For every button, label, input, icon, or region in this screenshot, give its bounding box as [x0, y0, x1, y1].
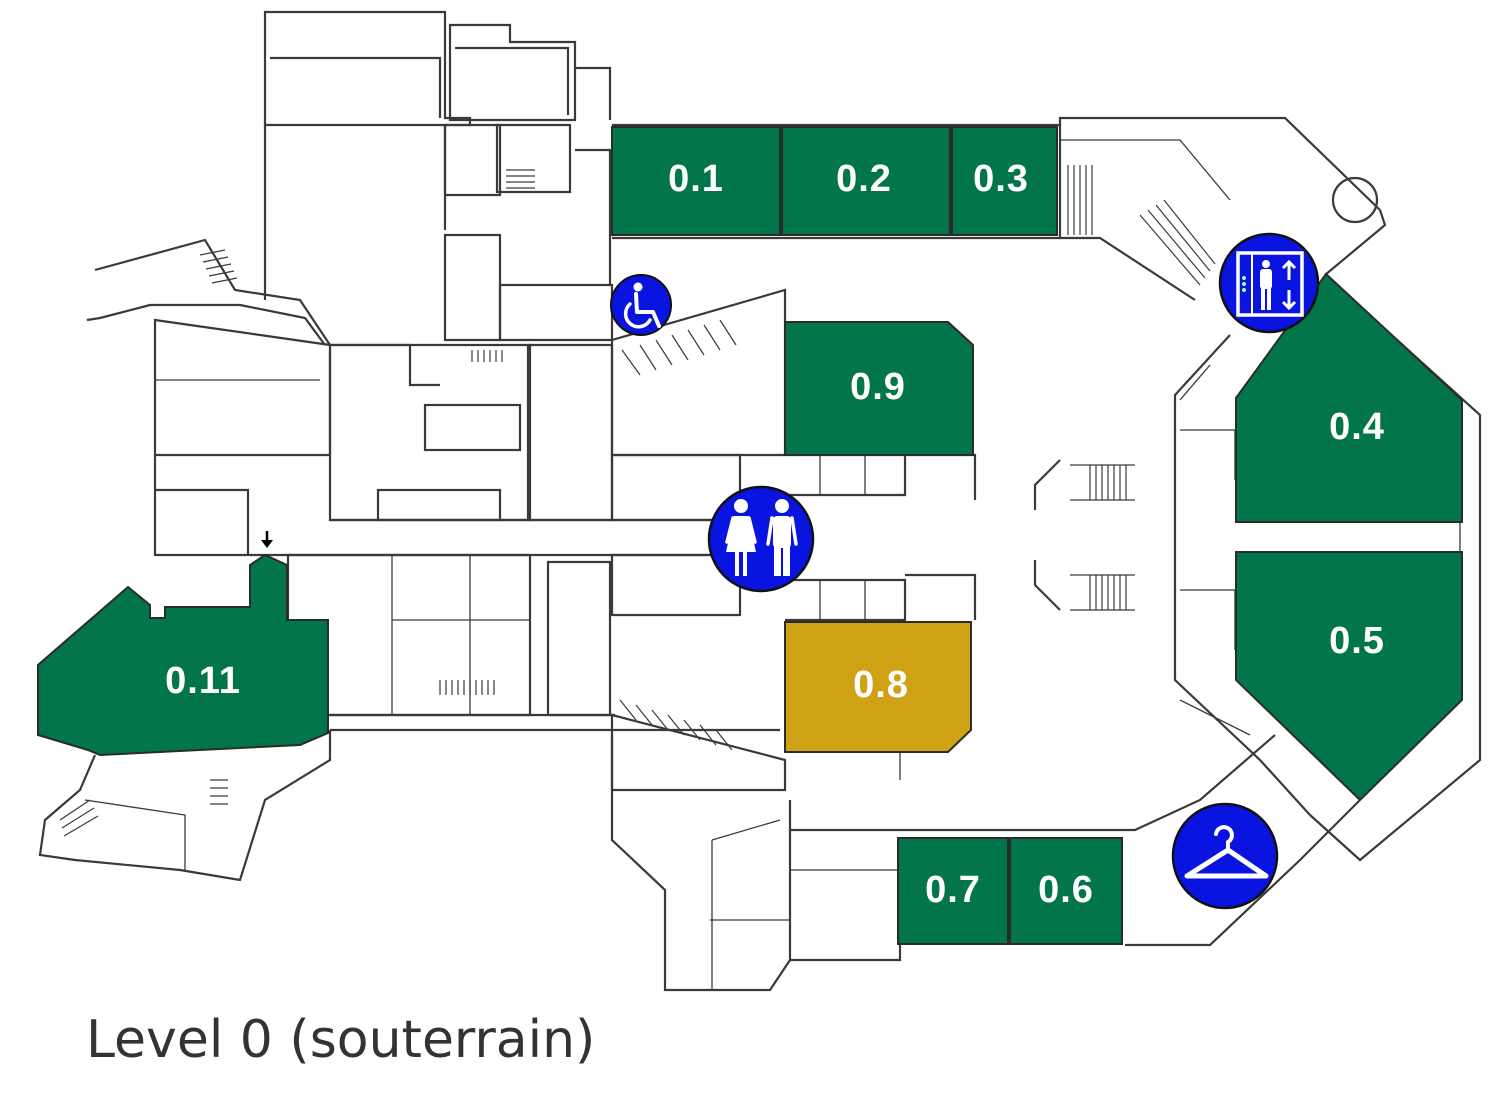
room-0-8-label: 0.8: [853, 664, 909, 706]
room-0-1-shape[interactable]: [611, 126, 781, 236]
room-0-7[interactable]: 0.7: [897, 837, 1009, 945]
restroom-icon[interactable]: [707, 485, 815, 593]
room-0-7-shape[interactable]: [897, 837, 1009, 945]
staircases: [59, 165, 1216, 837]
room-0-6-shape[interactable]: [1009, 837, 1123, 945]
stair-benches: [619, 319, 737, 751]
room-0-2-shape[interactable]: [781, 126, 951, 236]
room-0-1[interactable]: 0.1: [611, 126, 781, 236]
room-0-8[interactable]: 0.8: [784, 621, 972, 753]
room-0-9-shape[interactable]: [784, 321, 974, 456]
room-0-2-label: 0.2: [836, 158, 892, 200]
room-0-8-shape[interactable]: [784, 621, 972, 753]
stair-top-right: [1067, 165, 1216, 286]
room-0-4-label: 0.4: [1329, 406, 1385, 448]
wheelchair-icon[interactable]: [610, 274, 672, 336]
room-0-2[interactable]: 0.2: [781, 126, 951, 236]
stair-center-top: [1070, 464, 1135, 501]
entrance-arrow-icon: [261, 531, 273, 548]
elevator-icon[interactable]: [1218, 232, 1320, 334]
stair-southwest: [59, 779, 228, 837]
room-0-11-shape[interactable]: [37, 553, 329, 757]
room-0-11-label: 0.11: [165, 660, 241, 702]
room-0-9-label: 0.9: [850, 366, 906, 408]
stair-lower-core: [439, 680, 495, 695]
level-title: Level 0 (souterrain): [86, 1010, 596, 1070]
stair-top-core: [471, 169, 535, 362]
room-0-5[interactable]: 0.5: [1235, 551, 1463, 802]
rooms: 0.1 0.2 0.3 0.4 0.5 0.6 0.7 0.8: [37, 126, 1463, 945]
room-0-5-label: 0.5: [1329, 620, 1385, 662]
room-0-1-label: 0.1: [668, 158, 724, 200]
stair-center-bottom: [1070, 574, 1135, 611]
room-0-11[interactable]: 0.11: [37, 553, 329, 757]
room-0-4-shape[interactable]: [1235, 272, 1463, 523]
room-0-5-shape[interactable]: [1235, 551, 1463, 802]
room-0-6-label: 0.6: [1038, 869, 1094, 911]
stair-west: [199, 249, 238, 284]
room-0-9[interactable]: 0.9: [784, 321, 974, 456]
room-0-7-label: 0.7: [925, 869, 981, 911]
cloakroom-hanger-icon[interactable]: [1171, 802, 1279, 910]
room-0-4[interactable]: 0.4: [1235, 272, 1463, 523]
room-0-3-label: 0.3: [973, 158, 1029, 200]
room-0-3[interactable]: 0.3: [951, 126, 1058, 236]
room-0-6[interactable]: 0.6: [1009, 837, 1123, 945]
room-0-3-shape[interactable]: [951, 126, 1058, 236]
